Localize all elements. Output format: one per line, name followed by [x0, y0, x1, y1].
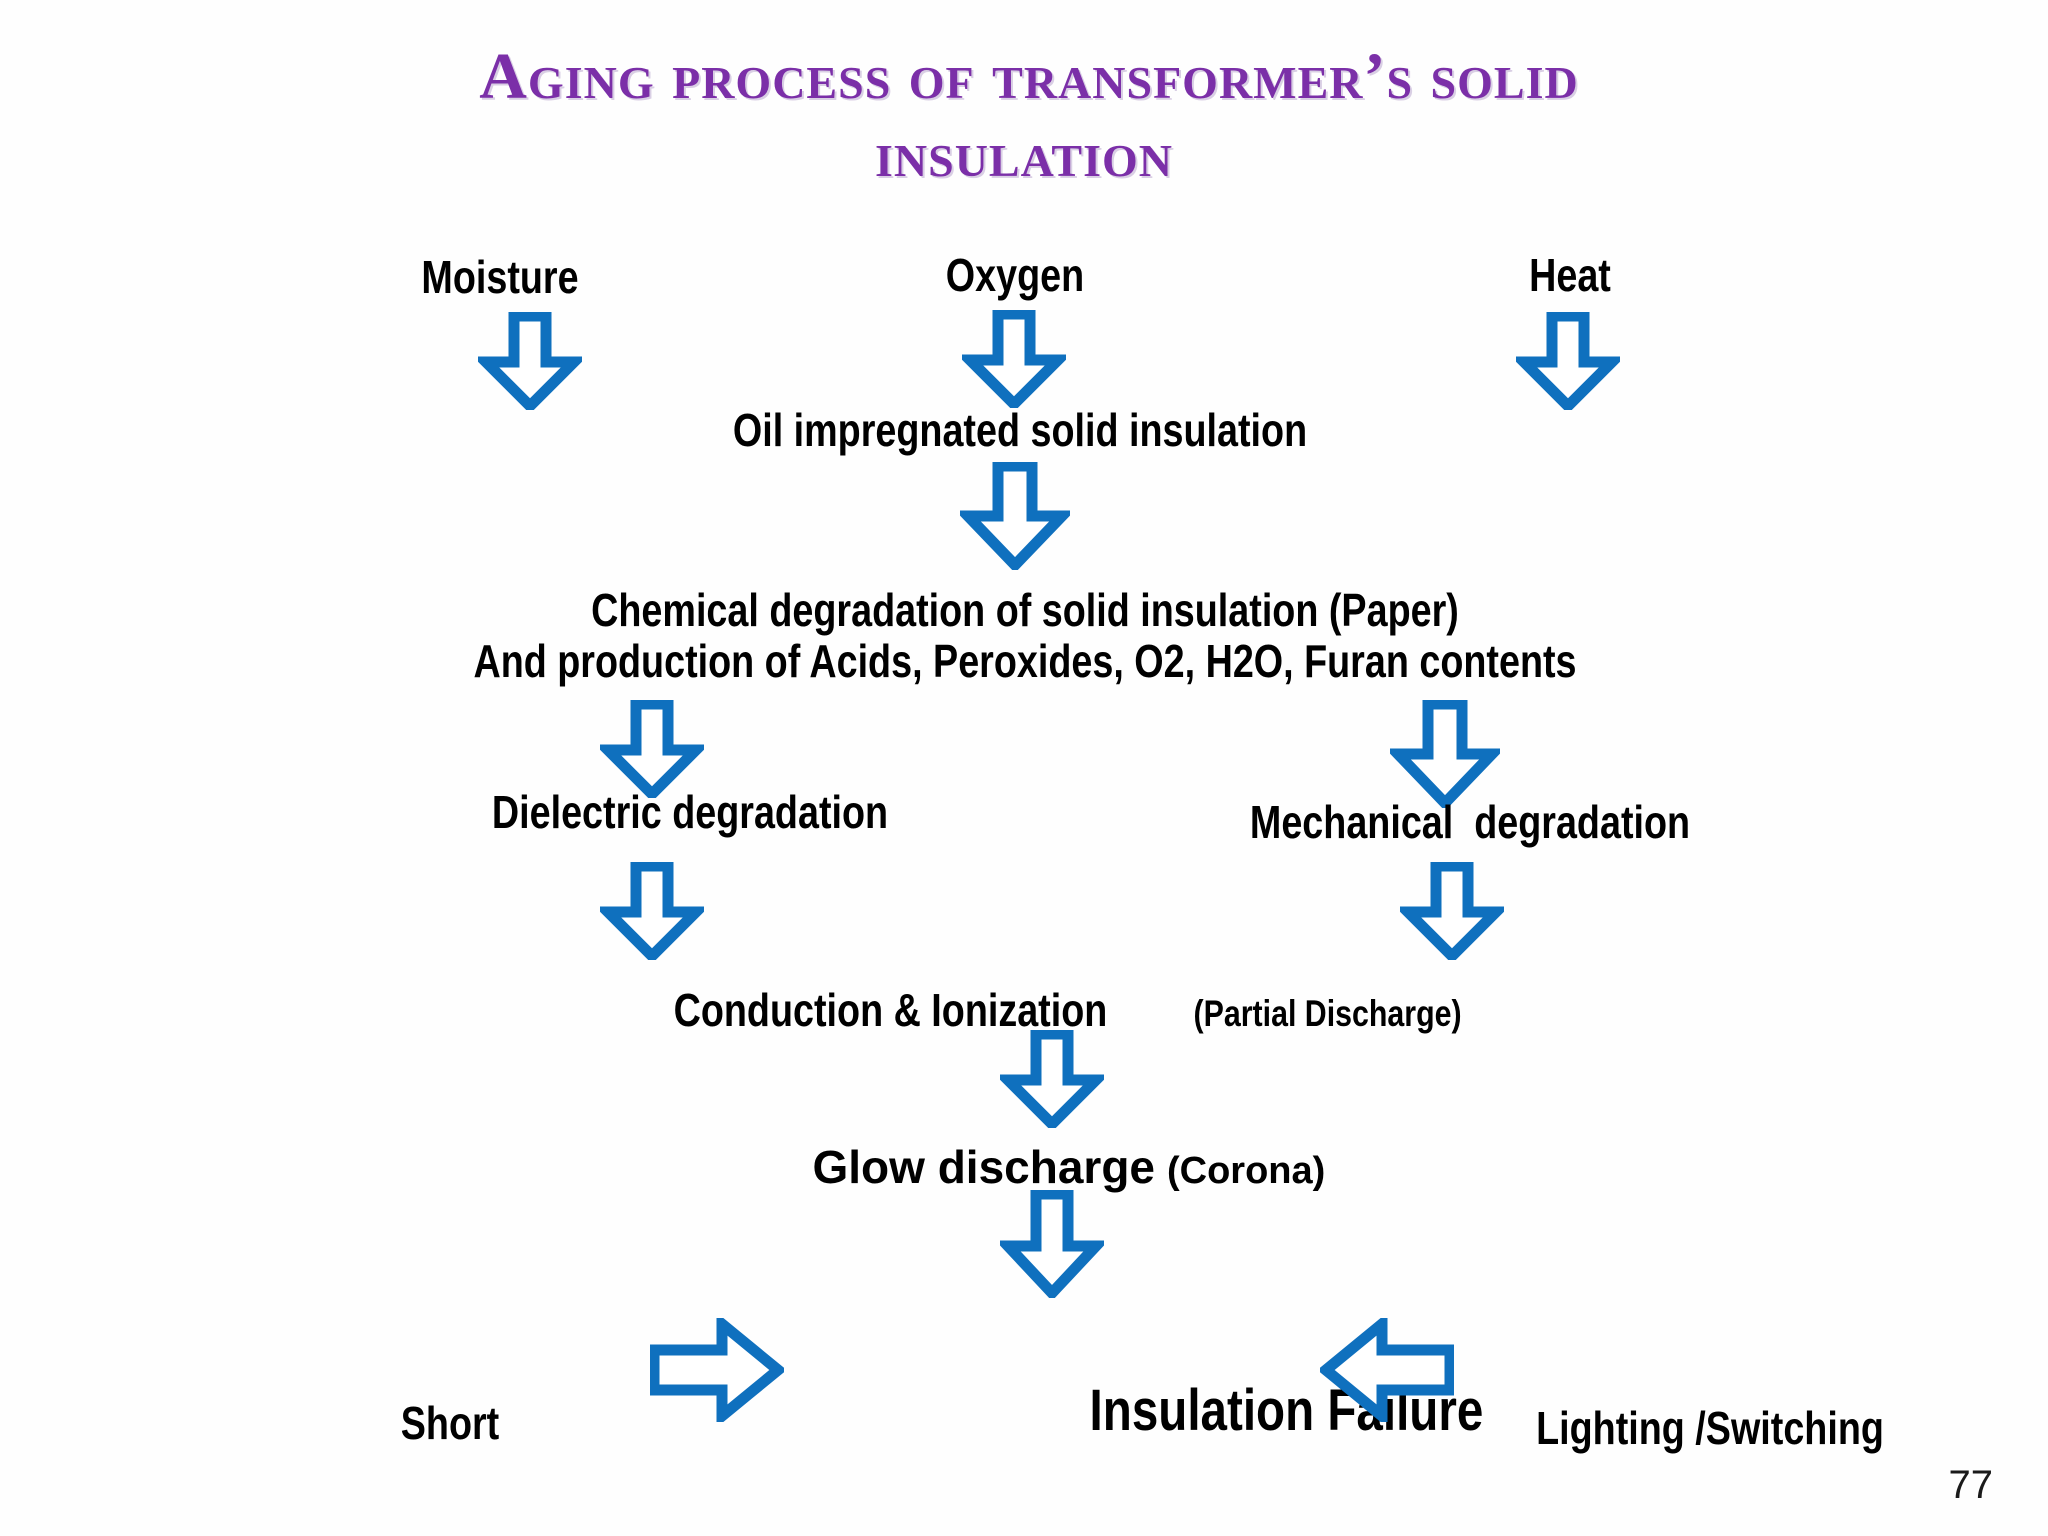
arrow-chemical-left-down [600, 700, 704, 798]
arrow-oxygen-down [962, 310, 1066, 408]
node-heat: Heat [1529, 249, 1611, 301]
arrow-glow-down [1000, 1190, 1104, 1298]
arrow-mechanical-down [1400, 862, 1504, 960]
node-short-circuit-line-1: Short [400, 1397, 500, 1450]
page-title: Aging process of transformer’s solid ins… [0, 38, 2048, 194]
node-conduction-ionization-sub: (Partial Discharge) [1193, 993, 1462, 1034]
page-number: 77 [1948, 1463, 1994, 1507]
arrow-shortcircuit-right [650, 1318, 784, 1422]
arrow-heat-down [1516, 312, 1620, 410]
node-short-circuit: Short circuit [302, 1295, 597, 1536]
arrow-moisture-down [478, 312, 582, 410]
node-oxygen: Oxygen [945, 249, 1085, 301]
node-lighting-switching-line-1: Lighting /Switching [1536, 1402, 1884, 1455]
node-chemical-degradation-line-2: And production of Acids, Peroxides, O2, … [473, 635, 1577, 687]
node-mechanical-degradation: Mechanical degradation [1249, 796, 1691, 848]
node-lighting-switching-impulse: Lighting /Switching impulse [1497, 1300, 1923, 1536]
arrow-oil-down [960, 462, 1070, 570]
node-conduction-ionization: Conduction & Ionization (Partial Discharg… [440, 965, 1660, 1055]
node-glow-discharge: Glow discharge (Corona) [620, 1122, 1500, 1212]
node-chemical-degradation-line-1: Chemical degradation of solid insulation… [591, 584, 1459, 636]
arrow-impulse-left [1320, 1318, 1454, 1422]
page-title-line-2: insulation [875, 117, 1173, 191]
node-glow-discharge-sub: (Corona) [1167, 1150, 1326, 1192]
node-insulation-failure-label: Insulation Failure [1089, 1378, 1484, 1443]
page-title-line-1: Aging process of transformer’s solid [479, 40, 1579, 113]
arrow-conduction-down [1000, 1030, 1104, 1128]
node-conduction-ionization-main: Conduction & Ionization [673, 984, 1108, 1036]
node-moisture: Moisture [421, 251, 579, 303]
arrow-chemical-right-down [1390, 700, 1500, 808]
node-oil-impregnated-solid-insulation: Oil impregnated solid insulation [732, 404, 1308, 456]
node-glow-discharge-main: Glow discharge [812, 1141, 1155, 1193]
node-insulation-failure: Insulation Failure [850, 1310, 1670, 1511]
node-dielectric-degradation: Dielectric degradation [491, 786, 889, 838]
arrow-dielectric-down [600, 862, 704, 960]
